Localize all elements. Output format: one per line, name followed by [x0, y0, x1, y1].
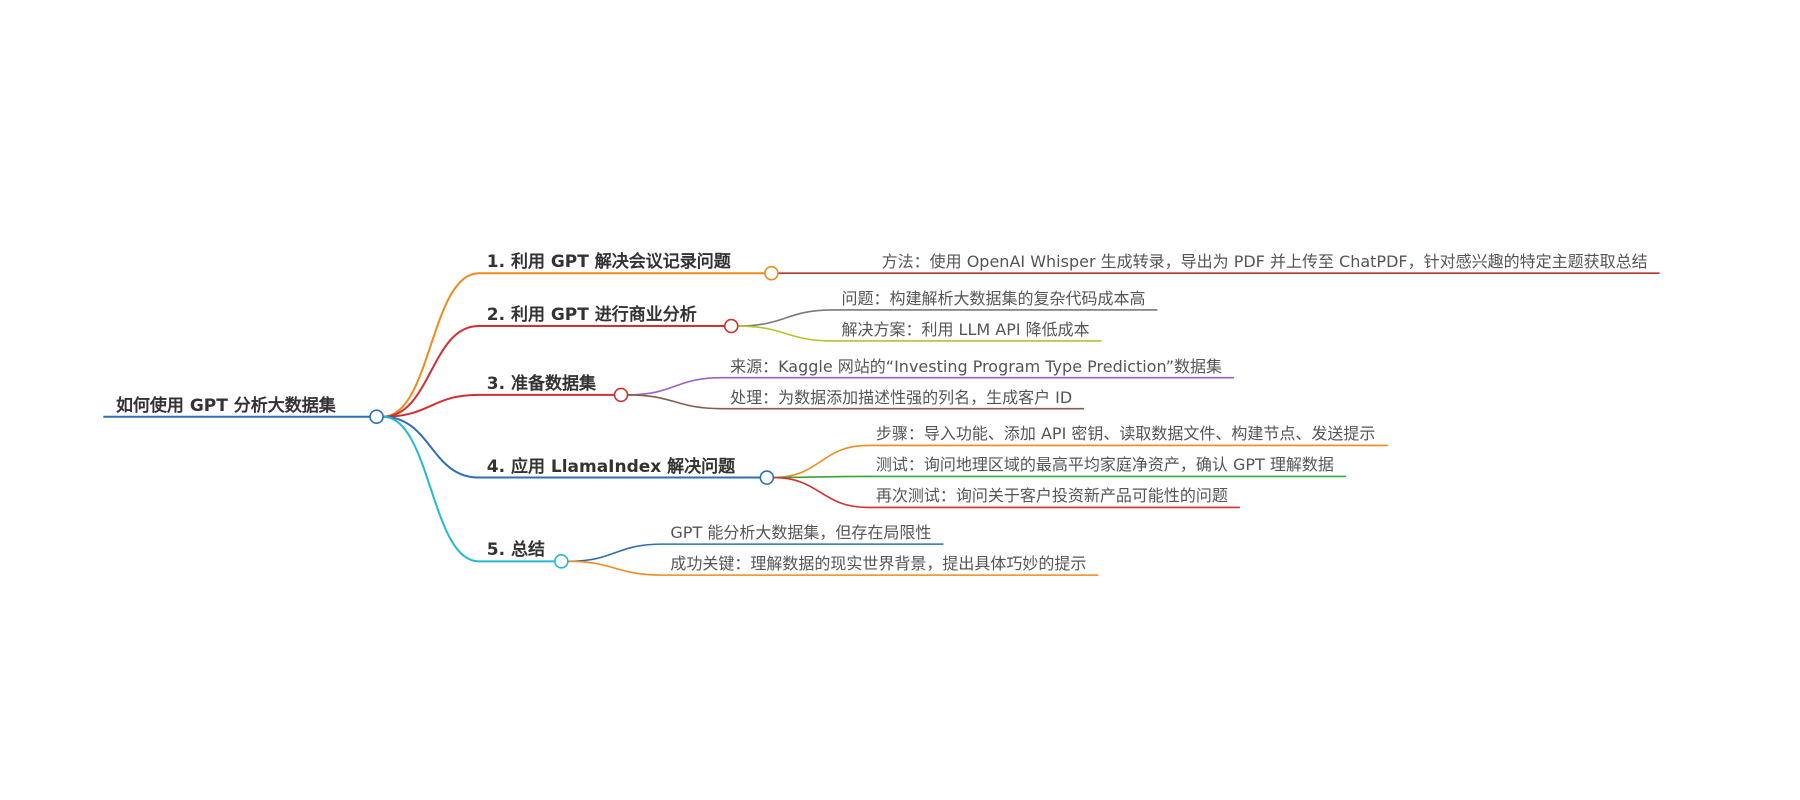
leaf-meeting-method[interactable]: 方法：使用 OpenAI Whisper 生成转录，导出为 PDF 并上传至 C…	[881, 252, 1648, 272]
collapse-toggle-branch-2	[723, 318, 739, 334]
leaf-summary-limits[interactable]: GPT 能分析大数据集，但存在局限性	[670, 523, 932, 543]
branch-topic-prepare-dataset[interactable]: 3. 准备数据集	[486, 373, 596, 394]
connector-leaf-5-2	[567, 560, 1099, 576]
leaf-business-problem[interactable]: 问题：构建解析大数据集的复杂代码成本高	[841, 288, 1146, 308]
collapse-toggle-branch-1	[764, 265, 779, 281]
collapse-toggle-branch-3	[613, 387, 629, 403]
connector-branch-2	[383, 325, 725, 418]
connector-leaf-3-2	[627, 394, 1085, 410]
branch-topic-summary[interactable]: 5. 总结	[486, 540, 545, 561]
leaf-dataset-processing[interactable]: 处理：为数据添加描述性强的列名，生成客户 ID	[730, 387, 1073, 407]
connector-leaf-5-1	[567, 543, 944, 563]
connector-leaf-2-2	[737, 325, 1102, 342]
collapse-toggle-root	[369, 409, 384, 425]
connector-branch-4	[383, 415, 761, 479]
connector-leaf-3-1	[627, 376, 1235, 396]
connector-leaf-2-1	[737, 309, 1158, 327]
connector-branch-1	[382, 272, 765, 418]
connector-leaf-4-1	[773, 444, 1388, 479]
leaf-llamaindex-steps[interactable]: 步骤：导入功能、添加 API 密钥、读取数据文件、构建节点、发送提示	[875, 424, 1376, 444]
collapse-toggle-branch-5	[554, 554, 569, 569]
connector-leaf-4-2	[773, 475, 1346, 479]
leaf-summary-keys[interactable]: 成功关键：理解数据的现实世界背景，提出具体巧妙的提示	[670, 554, 1087, 574]
branch-topic-business-analysis[interactable]: 2. 利用 GPT 进行商业分析	[486, 305, 697, 326]
branch-topic-llamaindex[interactable]: 4. 应用 LlamaIndex 解决问题	[486, 456, 736, 477]
branch-topic-meeting-notes[interactable]: 1. 利用 GPT 解决会议记录问题	[486, 252, 731, 273]
leaf-business-solution[interactable]: 解决方案：利用 LLM API 降低成本	[841, 319, 1090, 339]
leaf-llamaindex-test[interactable]: 测试：询问地理区域的最高平均家庭净资产，确认 GPT 理解数据	[875, 455, 1334, 475]
leaf-dataset-source[interactable]: 来源：Kaggle 网站的“Investing Program Type Pre…	[730, 356, 1223, 376]
collapse-toggle-branch-4	[759, 470, 775, 485]
connector-branch-3	[383, 393, 615, 418]
connector-leaf-4-3	[773, 476, 1240, 509]
root-topic[interactable]: 如何使用 GPT 分析大数据集	[115, 395, 336, 416]
connector-branch-5	[382, 415, 555, 563]
leaf-llamaindex-retest[interactable]: 再次测试：询问关于客户投资新产品可能性的问题	[875, 486, 1228, 506]
